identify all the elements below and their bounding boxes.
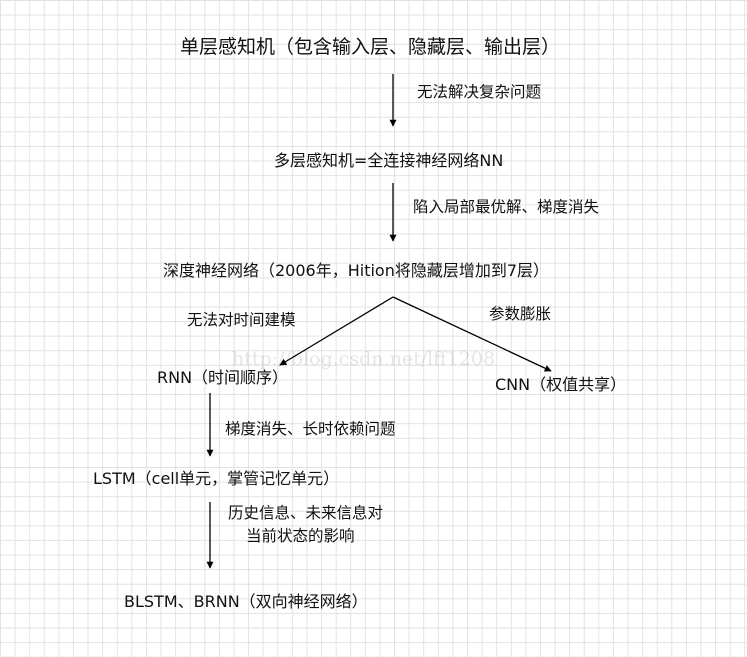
edge-label-dnn-to-cnn: 参数膨胀 [489, 305, 552, 323]
edge-label-rnn-to-lstm: 梯度消失、长时依赖问题 [225, 420, 396, 438]
edge-label-single-to-mlp: 无法解决复杂问题 [417, 83, 542, 101]
edge-label-lstm-to-blstm-line1: 历史信息、未来信息对 [228, 504, 384, 522]
arrow-dnn-to-cnn [392, 296, 552, 372]
edge-label-lstm-to-blstm-line2: 当前状态的影响 [246, 527, 355, 545]
arrow-dnn-to-rnn [279, 296, 394, 366]
node-lstm: LSTM（cell单元，掌管记忆单元） [93, 469, 340, 488]
node-mlp: 多层感知机=全连接神经网络NN [274, 151, 504, 170]
edge-label-dnn-to-rnn: 无法对时间建模 [187, 311, 296, 329]
node-single-perceptron: 单层感知机（包含输入层、隐藏层、输出层） [180, 36, 561, 58]
node-rnn: RNN（时间顺序） [157, 368, 289, 387]
node-blstm: BLSTM、BRNN（双向神经网络） [124, 592, 368, 611]
node-dnn: 深度神经网络（2006年，Hition将隐藏层增加到7层） [163, 261, 550, 280]
watermark-text: http://blog.csdn.net/lff1208 [232, 348, 496, 370]
node-cnn: CNN（权值共享） [495, 375, 627, 394]
edge-label-mlp-to-dnn: 陷入局部最优解、梯度消失 [413, 198, 600, 216]
